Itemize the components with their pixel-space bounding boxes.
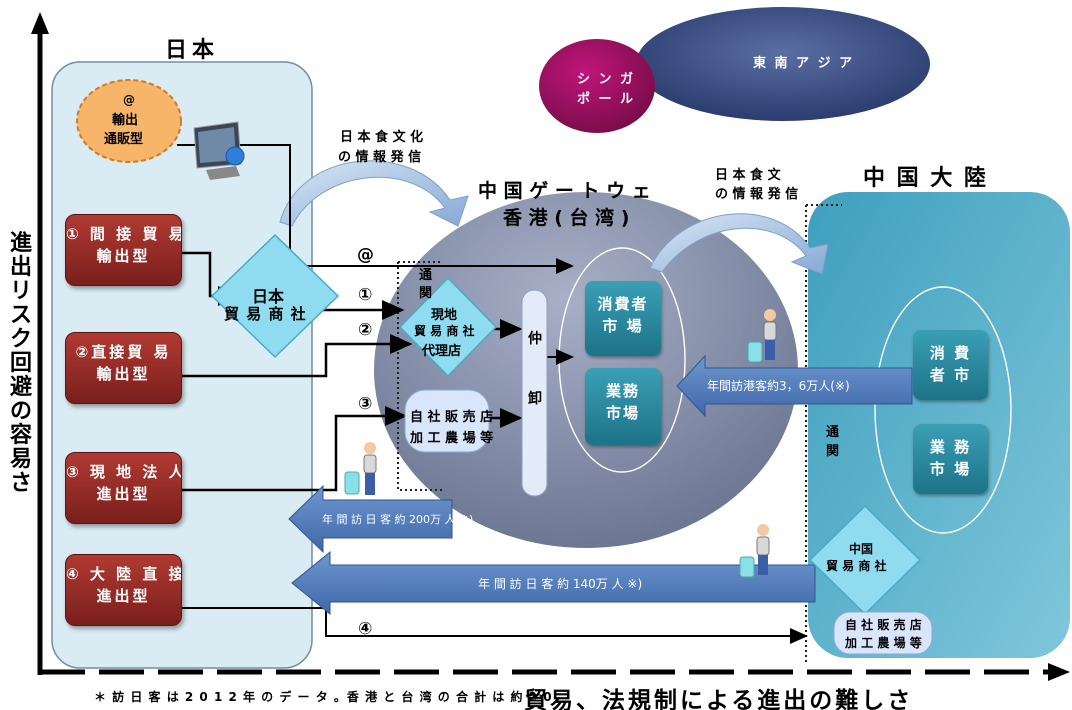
southeast-asia-label: 東 南 ア ジ ア [753, 56, 855, 71]
hk-consumer-line1: 消費者 [597, 295, 649, 313]
ecommerce-line1: 輸出 [112, 113, 139, 128]
route-label-at: @ [357, 245, 374, 265]
x-axis-label: 貿易、法規制による進出の難しさ [524, 688, 914, 710]
trading-line1: 日本 [252, 287, 285, 306]
visitor-arrow-hk-jp [288, 484, 453, 554]
japan-title: 日本 [165, 38, 220, 63]
y-axis-label: 進出リスク回避の容易さ [10, 231, 33, 496]
route-4 [182, 607, 808, 644]
route-label-3: ③ [358, 394, 373, 414]
info2-line2: の 情 報 発 信 [715, 187, 799, 202]
type-1-line1: ① 間 接 貿 易 [66, 225, 181, 243]
type-2-line2: 輸出型 [96, 365, 151, 383]
cn-customs-line1: 通 [826, 425, 840, 440]
type-1-line2: 輸出型 [96, 247, 151, 265]
own-shop-cn-box [833, 611, 933, 655]
visitor-text-hk: 年間訪港客約3，6万人(※) [707, 379, 850, 393]
cn-shop-line1: 自 社 販 売 店 [845, 618, 922, 632]
cn-trading-line1: 中国 [849, 542, 874, 556]
route-label-4: ④ [358, 619, 373, 639]
cn-business-market: 業 務 市 場 [913, 424, 988, 494]
ecommerce-line2: 通販型 [104, 132, 144, 147]
type-4-line1: ④ 大 陸 直 接 [66, 565, 181, 583]
type-4-line2: 進出型 [96, 587, 151, 605]
ecommerce-oval [76, 79, 182, 163]
route-label-1: ① [358, 285, 373, 305]
china-title: 中 国 大 陸 [863, 166, 988, 191]
type-3-line1: ③ 現 地 法 人 [66, 463, 181, 481]
traveler-icon-3 [739, 524, 770, 578]
singapore-label-line1: シ ン ガ [577, 72, 636, 87]
cn-customs-line2: 関 [826, 444, 840, 459]
visitor-text-cn-jp: 年 間 訪 日 客 約 140万 人 ※) [478, 577, 643, 591]
singapore-circle [539, 39, 655, 133]
info-curve-arrow-2 [649, 213, 829, 275]
route-3 [182, 406, 408, 492]
hk-title-line1: 中 国 ゲ ー ト ウ ェ [478, 180, 651, 202]
cn-consumer-market: 消 費 者 市 [913, 330, 988, 400]
cn-business-line1: 業 務 [929, 438, 972, 456]
hk-business-line1: 業務 [605, 382, 640, 400]
hk-title-line2: 香 港 ( 台 湾 ) [503, 207, 630, 229]
own-shop-hk-line2: 加 工 農 場 等 [410, 431, 494, 446]
cn-consumer-line1: 消 費 [929, 344, 972, 362]
cn-trading-line2: 貿 易 商 社 [826, 559, 887, 573]
info1-line2: の 情 報 発 信 [338, 150, 422, 165]
x-axis-arrowhead [1048, 663, 1070, 681]
route-2 [182, 334, 413, 378]
footnote: ＊ 訪 日 客 は 2 0 1 2 年 の デ ー タ 。香 港 と 台 湾 の… [94, 690, 553, 704]
route-label-2: ② [358, 320, 373, 340]
agent-line2: 貿 易 商 社 [414, 324, 475, 338]
ecommerce-at: @ [123, 93, 135, 107]
info1-line1: 日 本 食 文 化 [340, 130, 424, 145]
y-axis-arrowhead [31, 12, 49, 34]
hk-customs-line1: 通 [419, 268, 433, 283]
type-box-2: ②直接貿 易 輸出型 [65, 332, 182, 404]
traveler-icon-2 [747, 309, 777, 363]
southeast-asia-ellipse [636, 7, 930, 121]
type-3-line2: 進出型 [96, 485, 151, 503]
own-shop-hk-line1: 自 社 販 売 店 [410, 410, 494, 425]
local-agent-diamond [398, 276, 498, 378]
trading-diamond [210, 233, 340, 359]
own-shop-hk-box [404, 389, 490, 453]
wholesale-line1: 仲 [528, 331, 542, 347]
trading-line2: 貿 易 商 社 [224, 305, 307, 323]
agent-line1: 現地 [431, 308, 458, 323]
type-2-line1: ②直接貿 易 [75, 343, 172, 361]
visitor-arrow-cn-jp [291, 550, 816, 616]
agent-line3: 代理店 [422, 344, 462, 359]
cn-shop-line2: 加 工 農 場 等 [845, 636, 922, 650]
cn-consumer-line2: 者 市 [929, 366, 972, 384]
hk-customs-line2: 関 [419, 286, 433, 301]
visitor-arrow-hk [676, 354, 913, 418]
computer-icon [193, 121, 245, 180]
visitor-text-hk-jp: 年 間 訪 日 客 約 200万 人(※) [322, 513, 474, 526]
hk-business-market: 業務 市場 [585, 368, 661, 445]
type-box-4: ④ 大 陸 直 接 進出型 [65, 554, 182, 626]
hk-consumer-market: 消費者 市 場 [585, 281, 661, 356]
traveler-icon-1 [344, 442, 377, 495]
cn-customs-border [805, 204, 842, 665]
hk-business-line2: 市場 [605, 404, 640, 422]
hk-consumer-line2: 市 場 [602, 317, 644, 335]
wholesale-pill [521, 289, 548, 497]
info2-line1: 日 本 食 文 [715, 168, 781, 183]
type-box-3: ③ 現 地 法 人 進出型 [65, 452, 182, 524]
cn-business-line2: 市 場 [929, 460, 972, 478]
singapore-label-line2: ポ ー ル [577, 92, 636, 107]
wholesale-line2: 卸 [528, 391, 542, 407]
cn-market-ellipse [874, 286, 1012, 534]
type-box-1: ① 間 接 貿 易 輸出型 [65, 214, 182, 286]
info-curve-arrow-1 [279, 160, 469, 227]
